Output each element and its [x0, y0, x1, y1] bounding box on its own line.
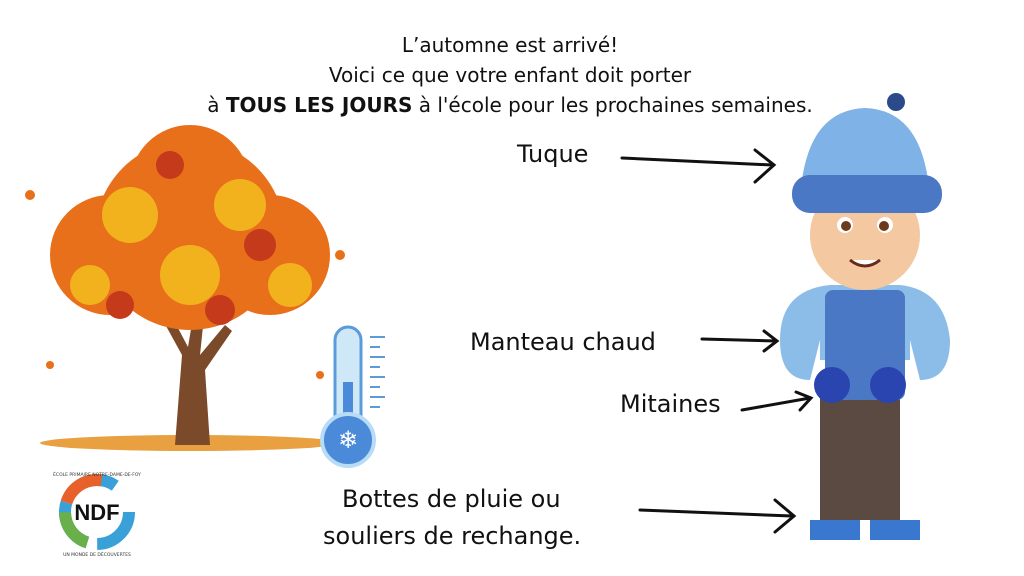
- arrow-tuque-icon: [620, 148, 777, 184]
- school-logo: NDF ÉCOLE PRIMAIRE NOTRE-DAME-DE-FOY UN …: [52, 470, 142, 558]
- header-line-3: à TOUS LES JOURS à l'école pour les proc…: [150, 90, 870, 120]
- label-manteau: Manteau chaud: [470, 328, 656, 356]
- label-bottes-line-1: Bottes de pluie ou: [342, 485, 561, 513]
- autumn-tree-illustration: [25, 125, 345, 451]
- header-text: L’automne est arrivé! Voici ce que votre…: [150, 30, 870, 120]
- header-emphasis: TOUS LES JOURS: [225, 93, 413, 117]
- label-mitaines: Mitaines: [620, 390, 721, 418]
- child-illustration: [780, 93, 950, 540]
- thermometer-icon: ❄: [320, 325, 385, 468]
- arrow-bottes-icon: [638, 498, 797, 534]
- header-line-3-pre: à: [207, 93, 226, 117]
- label-tuque: Tuque: [517, 140, 589, 168]
- logo-top-text: ÉCOLE PRIMAIRE NOTRE-DAME-DE-FOY: [53, 470, 141, 478]
- arrow-manteau-icon: [700, 329, 780, 353]
- arrow-mitaines-icon: [740, 390, 814, 412]
- header-line-3-post: à l'école pour les prochaines semaines.: [412, 93, 813, 117]
- logo-bottom-text: UN MONDE DE DÉCOUVERTES: [63, 550, 131, 558]
- logo-initials: NDF: [74, 500, 119, 525]
- header-line-1: L’automne est arrivé!: [401, 33, 619, 57]
- header-line-2: Voici ce que votre enfant doit porter: [328, 63, 692, 87]
- svg-text:❄: ❄: [338, 426, 358, 454]
- label-bottes-line-2: souliers de rechange.: [323, 522, 582, 550]
